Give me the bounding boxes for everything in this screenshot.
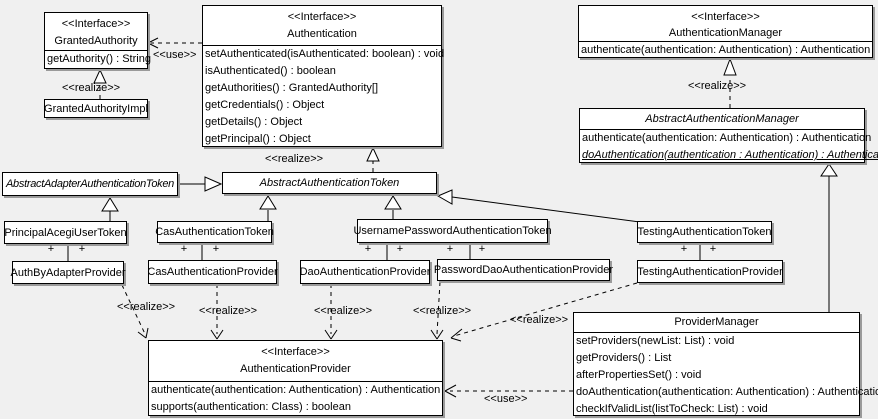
class-name: AuthenticationManager (668, 27, 783, 39)
realize-casprovider-authenticationprovider (210, 284, 224, 340)
method: doAuthentication(authentication: Authent… (576, 386, 878, 398)
realize-testingprovider-authenticationprovider (450, 282, 638, 342)
method: getDetails() : Object (205, 116, 303, 128)
generalization-usernamepasswordtoken-abstracttoken (384, 195, 402, 219)
method: getAuthority() : String (47, 53, 151, 65)
method: getProviders() : List (576, 352, 672, 364)
generalization-testingtoken-abstracttoken (436, 189, 641, 223)
class-name: GrantedAuthorityImpl (44, 102, 148, 115)
class-username-password-authentication-token: UsernamePasswordAuthenticationToken (353, 219, 552, 243)
realize-grantedauthorityimpl-grantedauthority (93, 68, 107, 99)
use-dependency-authentication-grantedauthority (147, 37, 202, 49)
method: supports(authentication: Class) : boolea… (151, 401, 351, 413)
class-name: AuthenticationProvider (240, 363, 351, 375)
method: isAuthenticated() : boolean (205, 65, 336, 77)
class-password-dao-authentication-provider: PasswordDaoAuthenticationProvider (433, 259, 614, 281)
interface-authentication-provider: <<Interface>> AuthenticationProvider aut… (148, 340, 443, 416)
association-end-plus: + (478, 243, 486, 255)
stereotype-label: <<Interface>> (261, 346, 330, 358)
generalization-principaltoken-adaptertoken (101, 197, 119, 221)
class-name: UsernamePasswordAuthenticationToken (353, 225, 552, 237)
class-name: CasAuthenticationProvider (147, 266, 278, 278)
use-label: <<use>> (484, 393, 528, 405)
stereotype-label: <<Interface>> (691, 11, 760, 23)
association-end-plus: + (680, 243, 688, 255)
method: setAuthenticated(isAuthenticated: boolea… (205, 48, 445, 60)
use-label: <<use>> (153, 49, 197, 61)
realize-label: <<realize>> (510, 314, 569, 326)
method: authenticate(authentication: Authenticat… (151, 384, 441, 396)
class-name: AbstractAuthenticationManager (645, 113, 799, 125)
class-abstract-authentication-manager: AbstractAuthenticationManager authentica… (579, 108, 878, 163)
realize-authbyadapterprovider-authenticationprovider (121, 284, 149, 339)
association-end-plus: + (364, 243, 372, 255)
class-name: Authentication (287, 28, 357, 40)
generalization-adaptertoken-abstracttoken (179, 176, 223, 192)
class-principal-acegi-user-token: PrincipalAcegiUserToken (4, 221, 127, 244)
abstract-method: doAuthentication(authentication : Authen… (582, 149, 878, 161)
generalization-castoken-abstracttoken (259, 195, 277, 221)
use-dependency-providermanager-authenticationprovider (444, 384, 573, 398)
association-lines-token-provider (67, 243, 701, 261)
method: getAuthorities() : GrantedAuthority[] (205, 82, 379, 94)
class-name: TestingAuthenticationToken (637, 226, 772, 238)
interface-authentication: <<Interface>> Authentication setAuthenti… (202, 5, 445, 147)
class-testing-authentication-provider: TestingAuthenticationProvider (637, 260, 783, 283)
realize-label: <<realize>> (413, 305, 472, 317)
class-abstract-authentication-token: AbstractAuthenticationToken (222, 172, 437, 194)
class-provider-manager: ProviderManager setProviders(newList: Li… (573, 312, 878, 416)
realize-daoprovider-authenticationprovider (324, 284, 338, 340)
class-name: GrantedAuthority (54, 35, 138, 47)
class-abstract-adapter-authentication-token: AbstractAdapterAuthenticationToken (2, 172, 178, 196)
association-end-plus: + (396, 243, 404, 255)
class-name: AbstractAuthenticationToken (259, 177, 400, 189)
class-name: PrincipalAcegiUserToken (4, 226, 127, 239)
method: checkIfValidList(listToCheck: List) : vo… (576, 403, 768, 415)
realize-label: <<realize>> (265, 153, 324, 165)
realize-passworddaoprovider-authenticationprovider (430, 281, 444, 340)
realize-abstracttoken-authentication (366, 146, 380, 172)
stereotype-label: <<Interface>> (61, 18, 131, 30)
class-name: CasAuthenticationToken (155, 226, 274, 238)
method: getCredentials() : Object (205, 99, 325, 111)
realize-label: <<realize>> (199, 305, 258, 317)
class-name: AuthByAdapterProvider (10, 266, 126, 279)
method: authenticate(authentication: Authenticat… (582, 132, 872, 144)
method: getPrincipal() : Object (205, 133, 311, 145)
class-granted-authority-impl: GrantedAuthorityImpl (44, 99, 148, 118)
interface-authentication-manager: <<Interface>> AuthenticationManager auth… (578, 5, 873, 58)
method: afterPropertiesSet() : void (576, 369, 702, 381)
association-end-plus: + (47, 243, 55, 255)
realize-label: <<realize>> (688, 80, 747, 92)
association-end-plus: + (212, 243, 220, 255)
class-cas-authentication-provider: CasAuthenticationProvider (147, 260, 278, 284)
interface-granted-authority: <<Interface>> GrantedAuthority getAuthor… (44, 12, 151, 69)
generalization-providermanager-abstractmanager (820, 163, 838, 312)
realize-label: <<realize>> (117, 301, 176, 313)
class-auth-by-adapter-provider: AuthByAdapterProvider (10, 261, 126, 284)
class-cas-authentication-token: CasAuthenticationToken (155, 221, 274, 243)
realize-label: <<realize>> (62, 82, 121, 94)
class-name: ProviderManager (674, 316, 759, 328)
class-dao-authentication-provider: DaoAuthenticationProvider (300, 260, 430, 284)
association-end-plus: + (78, 243, 86, 255)
class-testing-authentication-token: TestingAuthenticationToken (637, 221, 772, 243)
class-name: DaoAuthenticationProvider (299, 266, 431, 278)
realize-abstractmanager-authenticationmanager (723, 57, 737, 108)
class-name: AbstractAdapterAuthenticationToken (6, 178, 174, 190)
realize-label: <<realize>> (314, 305, 373, 317)
method: setProviders(newList: List) : void (576, 335, 735, 347)
stereotype-label: <<Interface>> (287, 11, 357, 23)
method: authenticate(authentication: Authenticat… (581, 44, 871, 56)
association-end-plus: + (180, 243, 188, 255)
association-end-plus: + (446, 243, 454, 255)
association-end-plus: + (709, 243, 717, 255)
class-name: PasswordDaoAuthenticationProvider (433, 264, 614, 276)
class-name: TestingAuthenticationProvider (637, 265, 783, 278)
